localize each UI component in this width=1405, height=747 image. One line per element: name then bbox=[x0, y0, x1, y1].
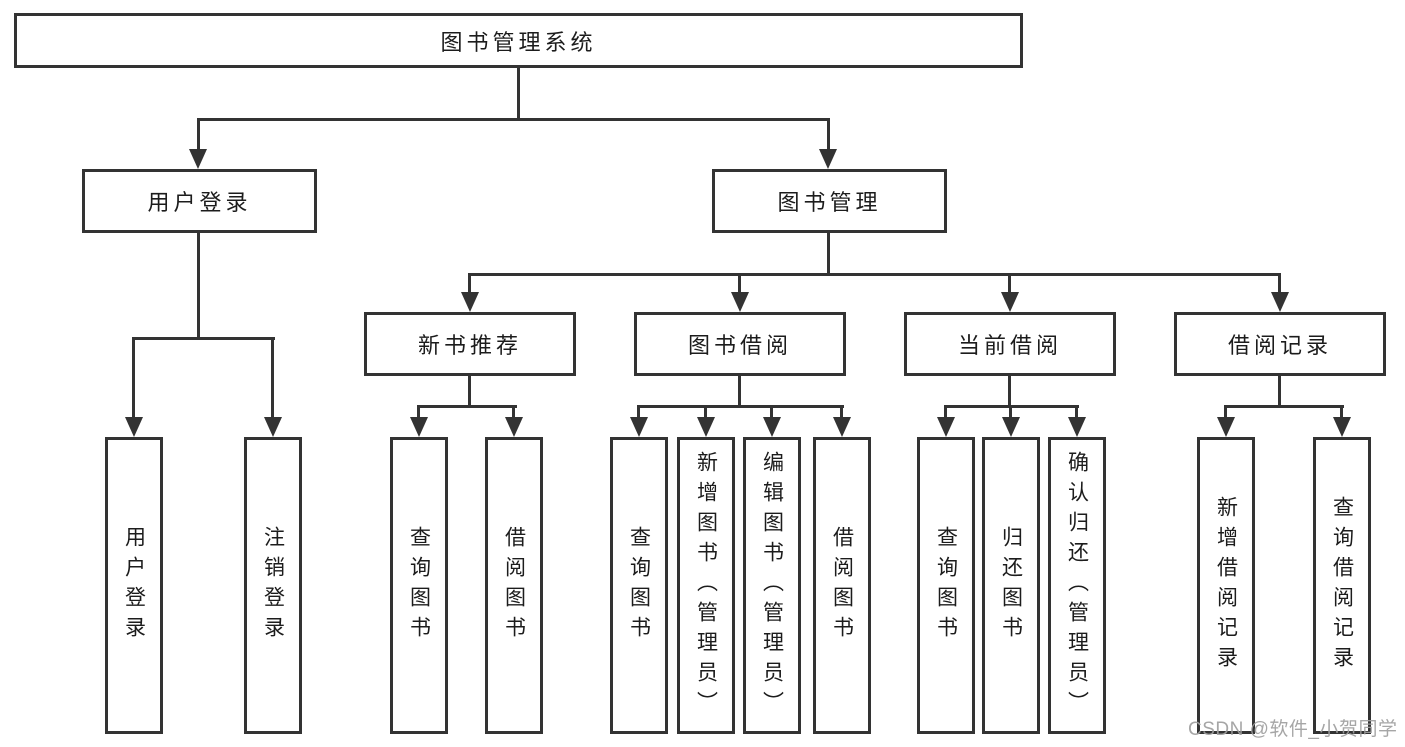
connector-vline bbox=[704, 405, 707, 419]
connector-vline bbox=[417, 405, 420, 419]
connector-vline bbox=[827, 231, 830, 275]
connector-hline bbox=[132, 337, 275, 340]
connector-vline bbox=[132, 337, 135, 419]
node-book-management: 图书管理 bbox=[712, 169, 947, 233]
connector-vline bbox=[1340, 405, 1343, 419]
connector-vline bbox=[1278, 374, 1281, 407]
arrow-down-icon bbox=[125, 417, 143, 437]
connector-vline bbox=[197, 231, 200, 337]
arrow-down-icon bbox=[1217, 417, 1235, 437]
leaf-borrow-books: 借阅图书 bbox=[813, 437, 871, 734]
connector-vline bbox=[468, 273, 471, 294]
connector-vline bbox=[468, 374, 471, 407]
leaf-add-borrow-record: 新增借阅记录 bbox=[1197, 437, 1255, 734]
connector-vline bbox=[1008, 273, 1011, 294]
arrow-down-icon bbox=[763, 417, 781, 437]
arrow-down-icon bbox=[819, 149, 837, 169]
connector-vline bbox=[1008, 374, 1011, 407]
connector-vline bbox=[738, 273, 741, 294]
connector-vline bbox=[1009, 405, 1012, 419]
connector-vline bbox=[1278, 273, 1281, 294]
arrow-down-icon bbox=[1068, 417, 1086, 437]
arrow-down-icon bbox=[1001, 292, 1019, 312]
connector-vline bbox=[1075, 405, 1078, 419]
connector-vline bbox=[1224, 405, 1227, 419]
node-borrow-records: 借阅记录 bbox=[1174, 312, 1386, 376]
arrow-down-icon bbox=[1002, 417, 1020, 437]
arrow-down-icon bbox=[833, 417, 851, 437]
leaf-query-books-borrow: 查询图书 bbox=[610, 437, 668, 734]
leaf-return-books: 归还图书 bbox=[982, 437, 1040, 734]
arrow-down-icon bbox=[731, 292, 749, 312]
arrow-down-icon bbox=[630, 417, 648, 437]
connector-hline bbox=[417, 405, 517, 408]
arrow-down-icon bbox=[264, 417, 282, 437]
leaf-query-books-recommend: 查询图书 bbox=[390, 437, 448, 734]
arrow-down-icon bbox=[505, 417, 523, 437]
arrow-down-icon bbox=[937, 417, 955, 437]
connector-vline bbox=[944, 405, 947, 419]
connector-hline bbox=[1224, 405, 1344, 408]
leaf-edit-book-admin: 编辑图书（管理员） bbox=[743, 437, 801, 734]
leaf-logout: 注销登录 bbox=[244, 437, 302, 734]
connector-vline bbox=[271, 337, 274, 419]
node-current-borrow: 当前借阅 bbox=[904, 312, 1116, 376]
connector-vline bbox=[827, 118, 830, 151]
connector-vline bbox=[197, 118, 200, 151]
leaf-query-books-current: 查询图书 bbox=[917, 437, 975, 734]
node-book-borrow: 图书借阅 bbox=[634, 312, 846, 376]
connector-vline bbox=[637, 405, 640, 419]
arrow-down-icon bbox=[1271, 292, 1289, 312]
node-new-book-recommend: 新书推荐 bbox=[364, 312, 576, 376]
node-user-login: 用户登录 bbox=[82, 169, 317, 233]
leaf-confirm-return-admin: 确认归还（管理员） bbox=[1048, 437, 1106, 734]
arrow-down-icon bbox=[410, 417, 428, 437]
arrow-down-icon bbox=[1333, 417, 1351, 437]
connector-hline bbox=[468, 273, 1281, 276]
leaf-user-login: 用户登录 bbox=[105, 437, 163, 734]
connector-hline bbox=[197, 118, 830, 121]
connector-vline bbox=[517, 67, 520, 118]
arrow-down-icon bbox=[461, 292, 479, 312]
leaf-query-borrow-record: 查询借阅记录 bbox=[1313, 437, 1371, 734]
connector-hline bbox=[637, 405, 844, 408]
node-library-system: 图书管理系统 bbox=[14, 13, 1023, 68]
arrow-down-icon bbox=[189, 149, 207, 169]
leaf-borrow-books-recommend: 借阅图书 bbox=[485, 437, 543, 734]
connector-vline bbox=[512, 405, 515, 419]
connector-vline bbox=[770, 405, 773, 419]
connector-vline bbox=[738, 374, 741, 407]
watermark: CSDN @软件_小贺同学 bbox=[1188, 719, 1398, 740]
leaf-add-book-admin: 新增图书（管理员） bbox=[677, 437, 735, 734]
connector-vline bbox=[840, 405, 843, 419]
arrow-down-icon bbox=[697, 417, 715, 437]
